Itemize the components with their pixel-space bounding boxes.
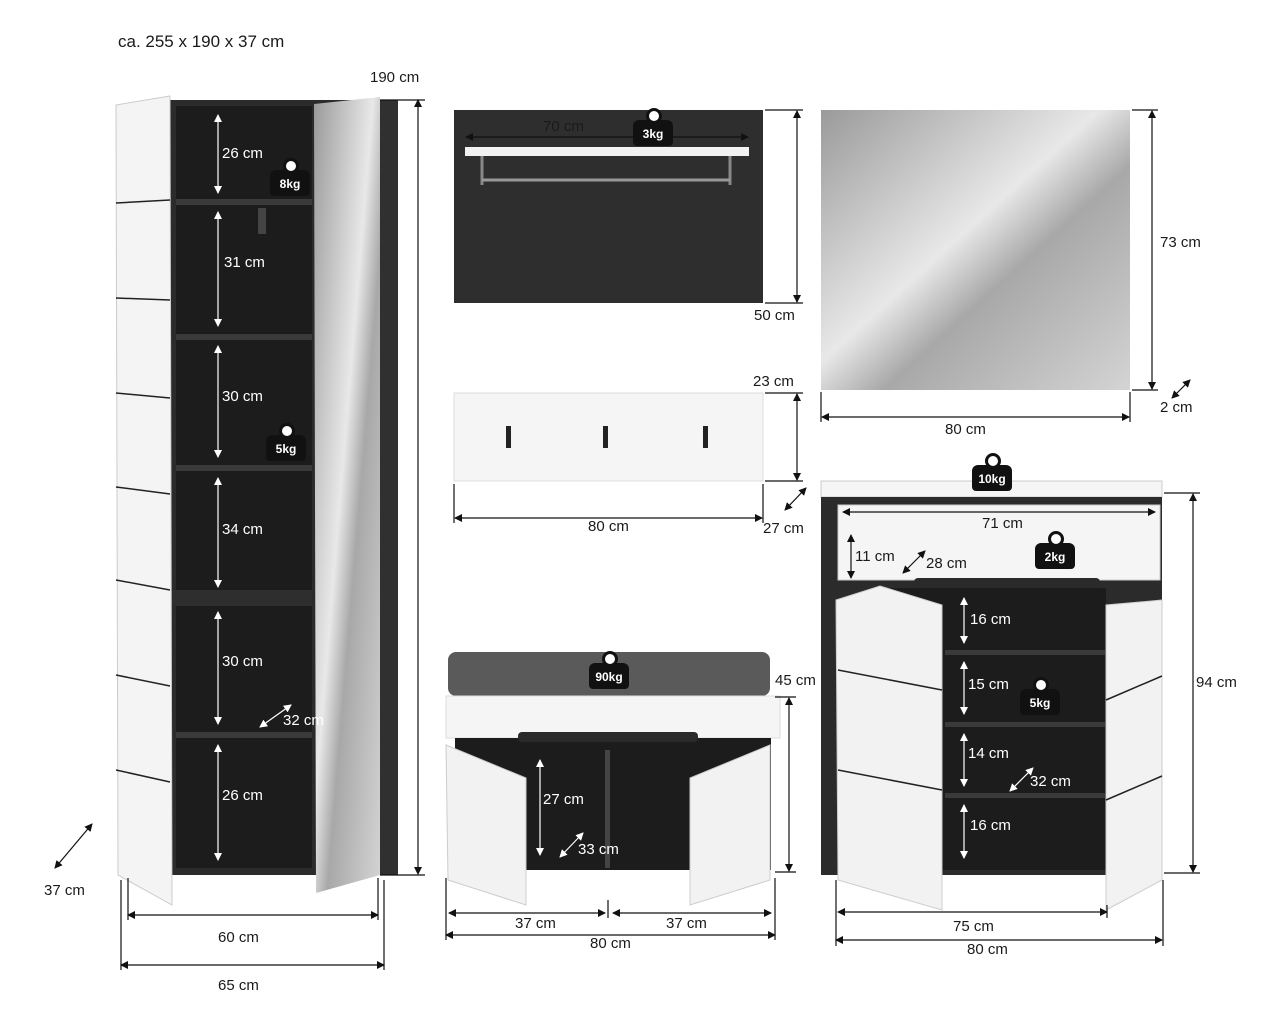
inner-depth: 32 cm — [1030, 773, 1071, 790]
weight-icon: 2kg — [1035, 531, 1075, 569]
weight-icon: 5kg — [266, 423, 306, 461]
shelf-width: 70 cm — [543, 118, 584, 135]
coat-rack-depth: 27 cm — [763, 520, 804, 537]
wall-panel-height: 50 cm — [754, 307, 795, 324]
coat-rack-height: 23 cm — [753, 373, 794, 390]
compartment-height: 14 cm — [968, 745, 1009, 762]
compartment-height: 34 cm — [222, 521, 263, 538]
inner-depth: 32 cm — [283, 712, 324, 729]
mirror-width: 80 cm — [945, 421, 986, 438]
shoe-cabinet-width: 80 cm — [967, 941, 1008, 958]
drawer-height: 11 cm — [855, 548, 895, 565]
compartment-height: 30 cm — [222, 388, 263, 405]
shoe-cabinet — [820, 480, 1163, 911]
compartment-height: 16 cm — [970, 611, 1011, 628]
weight-icon: 5kg — [1020, 677, 1060, 715]
tall-cabinet-height: 190 cm — [370, 69, 420, 86]
overall-dimensions: ca. 255 x 190 x 37 cm — [118, 32, 285, 51]
tall-cabinet-width: 65 cm — [218, 977, 259, 994]
bench-inner-height: 27 cm — [543, 791, 584, 808]
coat-rack — [453, 392, 764, 482]
shoe-cabinet-inner-width: 75 cm — [953, 918, 994, 935]
compartment-height: 16 cm — [970, 817, 1011, 834]
drawer-depth: 28 cm — [926, 555, 967, 572]
drawer-width: 71 cm — [982, 515, 1023, 532]
tall-cabinet — [115, 95, 398, 906]
tall-cabinet-depth: 37 cm — [44, 882, 85, 899]
weight-icon: 10kg — [972, 453, 1012, 491]
tall-cabinet-inner-width: 60 cm — [218, 929, 259, 946]
coat-rack-width: 80 cm — [588, 518, 629, 535]
compartment-height: 30 cm — [222, 653, 263, 670]
wall-panel — [454, 110, 763, 303]
mirror-depth: 2 cm — [1160, 399, 1193, 416]
mirror — [821, 110, 1130, 390]
compartment-height: 15 cm — [968, 676, 1009, 693]
weight-icon: 8kg — [270, 158, 310, 196]
weight-icon: 3kg — [633, 108, 673, 146]
shoe-cabinet-height: 94 cm — [1196, 674, 1237, 691]
bench — [445, 652, 781, 906]
bench-inner-depth: 33 cm — [578, 841, 619, 858]
compartment-height: 26 cm — [222, 787, 263, 804]
bench-width: 80 cm — [590, 935, 631, 952]
compartment-height: 31 cm — [224, 254, 265, 271]
bench-right-width: 37 cm — [666, 915, 707, 932]
weight-icon: 90kg — [589, 651, 629, 689]
bench-height: 45 cm — [775, 672, 816, 689]
compartment-height: 26 cm — [222, 145, 263, 162]
mirror-height: 73 cm — [1160, 234, 1201, 251]
bench-left-width: 37 cm — [515, 915, 556, 932]
